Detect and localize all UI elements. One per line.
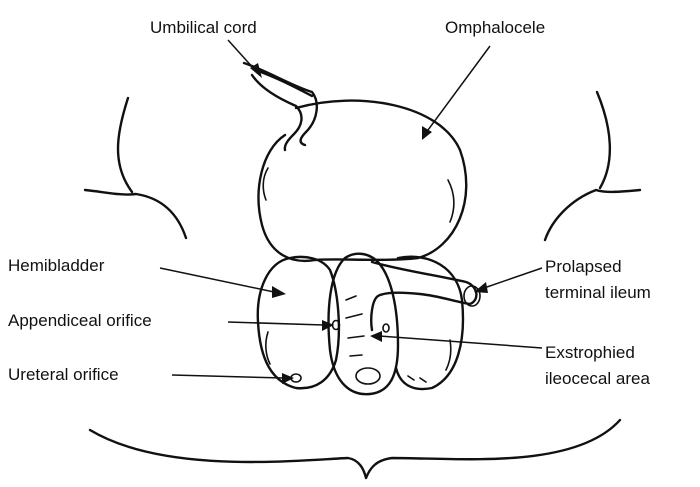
ureteral-orifice-right [383,324,389,332]
arrow-exstrophied-area [370,331,542,348]
omphalocele-right-contour [448,180,454,222]
label-omphalocele: Omphalocele [445,18,545,38]
arrow-prolapsed-ileum [474,268,542,293]
arrow-omphalocele [422,46,490,140]
ileocecal-folds [346,296,364,356]
omphalocele-sac [259,101,467,261]
arrow-hemibladder [160,268,286,298]
perineum-outline [90,420,620,478]
right-hemibladder-detail [408,340,451,382]
label-ileocecal-area: ileocecal area [545,369,650,389]
label-umbilical-cord: Umbilical cord [150,18,257,38]
arrow-umbilical-cord [228,40,262,78]
label-hemibladder: Hemibladder [8,256,104,276]
ileocecal-opening [356,368,380,384]
label-exstrophied: Exstrophied [545,343,635,363]
right-hemibladder [396,257,463,389]
right-flank-outline [545,92,640,240]
omphalocele-left-contour [263,168,268,200]
label-prolapsed: Prolapsed [545,257,622,277]
label-appendiceal-orifice: Appendiceal orifice [8,311,152,331]
label-ureteral-orifice: Ureteral orifice [8,365,119,385]
arrow-appendiceal-orifice [228,320,334,331]
left-flank-outline [85,98,186,238]
label-terminal-ileum: terminal ileum [545,283,651,303]
